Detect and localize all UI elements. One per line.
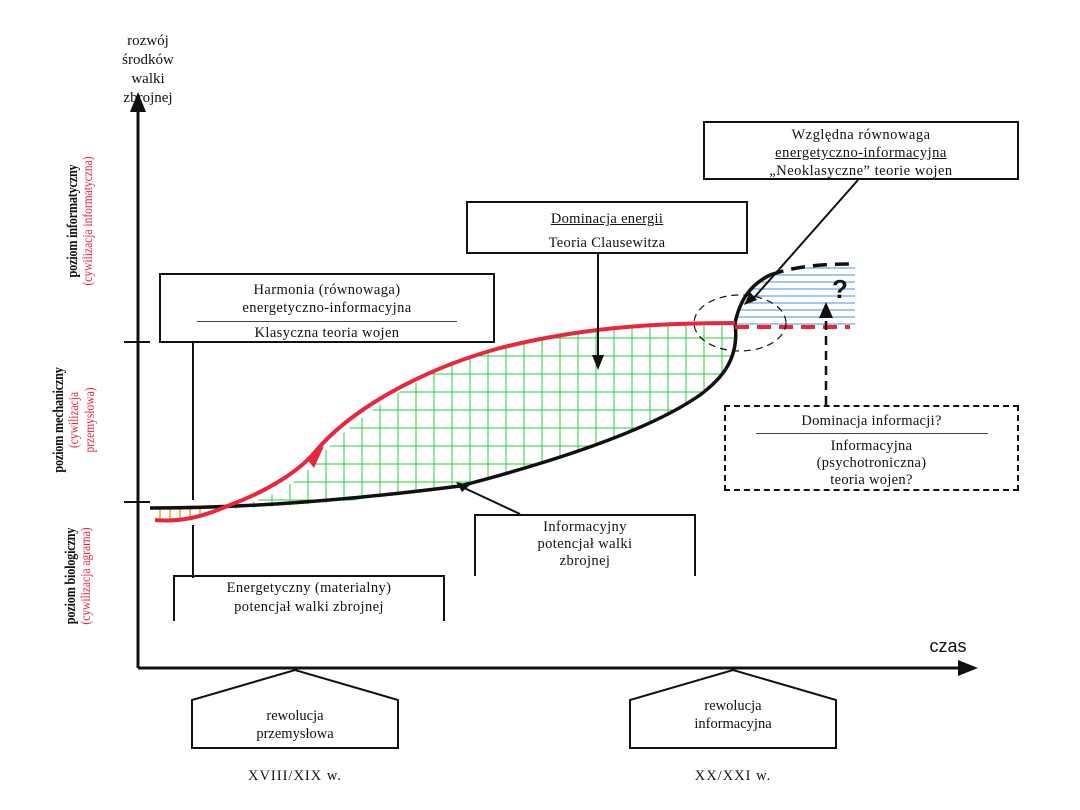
divider xyxy=(755,433,988,434)
era-industrial-label: XVIII/XIX w. xyxy=(247,768,342,784)
box-dominacja-informacji-title: Dominacja informacji? xyxy=(801,413,942,429)
level-biologiczny-label: poziom biologiczny (cywilizacja agrarna) xyxy=(63,486,95,666)
box-informacyjny-line2: potencjał walki xyxy=(537,536,633,552)
level-informatyczny-label: poziom informatyczny (cywilizacja inform… xyxy=(65,121,97,321)
y-axis-label-line: zbrojnej xyxy=(123,90,173,106)
level-name: poziom biologiczny xyxy=(63,527,79,625)
question-mark: ? xyxy=(832,274,848,304)
level-name: poziom mechaniczny xyxy=(51,367,67,473)
box-dominacja-informacji-line4: teoria wojen? xyxy=(830,472,913,488)
level-sub: (cywilizacja informatyczna) xyxy=(81,156,96,286)
level-sub: przemysłowa) xyxy=(83,387,98,453)
box-informacyjny-line1: Informacyjny xyxy=(543,519,627,535)
revolution-information-label: rewolucja informacyjna xyxy=(630,697,836,733)
axes xyxy=(136,108,962,670)
divider xyxy=(197,321,457,322)
revolution-industrial-line1: rewolucja xyxy=(266,708,324,724)
revolution-information-line2: informacyjna xyxy=(694,716,772,732)
level-name: poziom informatyczny xyxy=(65,164,81,278)
level-sub: (cywilizacja agrarna) xyxy=(79,527,94,625)
box-wzgledna-rownowaga: Względna równowaga energetyczno-informac… xyxy=(703,121,1019,180)
revolution-information-line1: rewolucja xyxy=(704,698,762,714)
revolution-information-shape xyxy=(629,668,837,749)
revolution-industrial-shape xyxy=(191,668,399,749)
y-axis-label-line: walki xyxy=(131,71,165,87)
box-harmonia-line1: Harmonia (równowaga) xyxy=(253,282,401,298)
box-harmonia: Harmonia (równowaga) energetyczno-inform… xyxy=(159,273,495,343)
box-wzgledna-line1: Względna równowaga xyxy=(791,127,931,143)
x-axis-label: czas xyxy=(929,636,967,656)
pointer-arrowhead-dashed xyxy=(819,302,833,318)
box-wzgledna-line3: „Neoklasyczne” teorie wojen xyxy=(769,163,953,179)
box-energetyczny-line1: Energetyczny (materialny) xyxy=(226,580,392,596)
box-dominacja-energii-subtitle: Teoria Clausewitza xyxy=(548,235,666,251)
box-dominacja-informacji-line3: (psychotroniczna) xyxy=(816,455,927,471)
pointer-arrowhead-energy xyxy=(592,355,604,370)
era-information-label: XX/XXI w. xyxy=(694,768,772,784)
pointer-arrowhead-neo xyxy=(744,292,757,305)
information-curve-future xyxy=(769,262,851,277)
y-axis-label-line: środków xyxy=(122,52,174,68)
y-axis-label-line: rozwój xyxy=(127,33,169,49)
information-curve xyxy=(149,273,771,510)
x-axis-arrow xyxy=(958,660,978,676)
pointer-lines xyxy=(192,179,859,578)
box-harmonia-line2: energetyczno-informacyjna xyxy=(242,300,412,316)
y-axis-arrow xyxy=(130,92,146,112)
y-axis-label: rozwój środków walki zbrojnej xyxy=(100,32,196,108)
box-informacyjny-line3: zbrojnej xyxy=(559,553,611,569)
energy-curve-arrowhead xyxy=(306,446,324,468)
box-energetyczny-potencjal: Energetyczny (materialny) potencjał walk… xyxy=(173,575,445,621)
box-harmonia-line3: Klasyczna teoria wojen xyxy=(254,325,400,341)
energy-curve xyxy=(154,321,736,523)
box-energetyczny-line2: potencjał walki zbrojnej xyxy=(234,599,384,615)
box-dominacja-informacji: Dominacja informacji? Informacyjna (psyc… xyxy=(724,405,1019,491)
revolution-industrial-line2: przemysłowa xyxy=(256,726,334,742)
box-dominacja-informacji-line2: Informacyjna xyxy=(830,438,913,454)
box-informacyjny-potencjal: Informacyjny potencjał walki zbrojnej xyxy=(474,514,696,576)
transition-ellipse xyxy=(693,294,787,352)
pointer-arrowhead-info xyxy=(456,482,470,492)
revolution-industrial-label: rewolucja przemysłowa xyxy=(192,707,398,743)
level-sub: (cywilizacja xyxy=(67,391,82,449)
box-dominacja-energii: Dominacja energii Teoria Clausewitza xyxy=(466,201,748,254)
box-dominacja-energii-title: Dominacja energii xyxy=(550,211,664,227)
box-wzgledna-line2: energetyczno-informacyjna xyxy=(775,145,947,161)
